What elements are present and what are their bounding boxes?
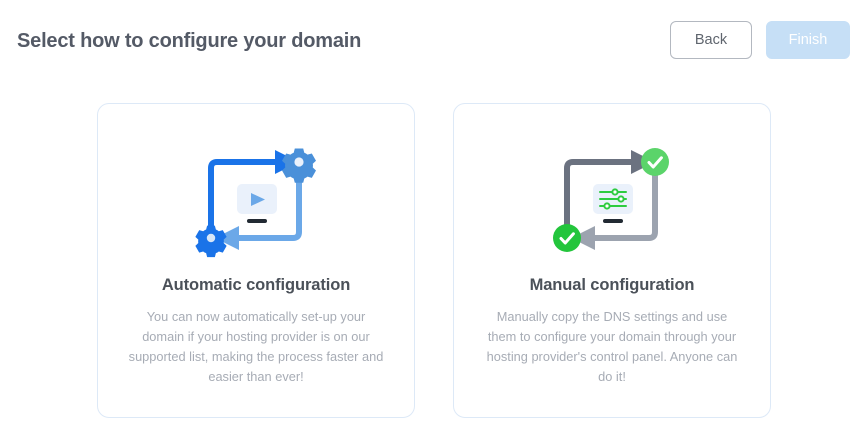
card-description: Manually copy the DNS settings and use t… [486, 309, 738, 384]
card-title: Automatic configuration [161, 276, 351, 294]
finish-button[interactable]: Finish [766, 21, 850, 59]
manual-configuration-card[interactable]: Manual configuration Manually copy the D… [453, 103, 771, 418]
automatic-configuration-card[interactable]: Automatic configuration You can now auto… [97, 103, 415, 418]
page-title: Select how to configure your domain [17, 30, 362, 52]
page-header: Select how to configure your domain Back… [0, 0, 868, 80]
configuration-options: Automatic configuration You can now auto… [97, 103, 771, 418]
card-title: Manual configuration [529, 276, 695, 294]
back-button[interactable]: Back [670, 21, 752, 59]
manual-configuration-loop-icon [537, 140, 687, 260]
header-actions: Back Finish [670, 21, 850, 59]
card-description: You can now automatically set-up your do… [128, 309, 384, 384]
automatic-configuration-loop-icon [181, 140, 331, 260]
